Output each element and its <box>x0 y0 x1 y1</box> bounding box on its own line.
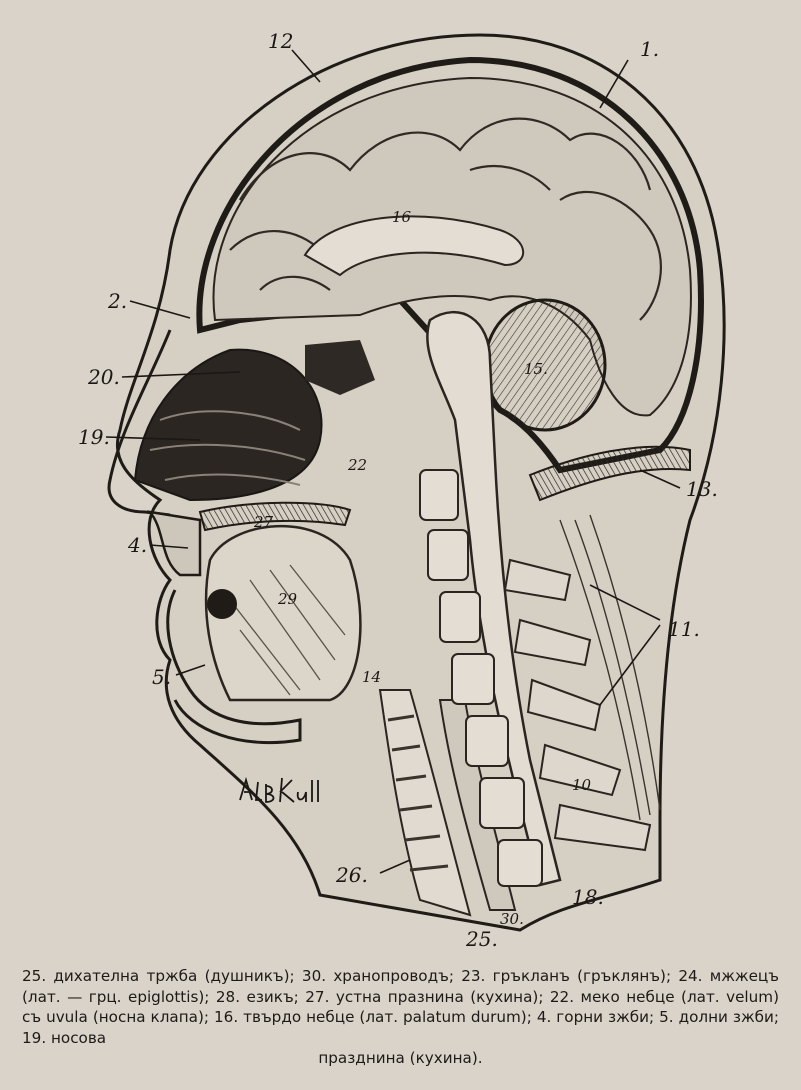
mouth-opening <box>207 589 237 619</box>
label-5: 5. <box>152 665 171 689</box>
head-sagittal-section-illustration: 1. 12 2. 16 15. 20. 19. 22 13. 27 4. 29 … <box>0 0 801 960</box>
label-18: 18. <box>572 885 604 909</box>
label-25: 25. <box>465 927 498 951</box>
label-13: 13. <box>686 477 718 501</box>
label-29: 29 <box>277 590 298 608</box>
label-11: 11. <box>668 617 700 641</box>
label-22: 22 <box>347 456 367 474</box>
figure-caption: 25. дихателна тржба (душникъ); 30. храно… <box>22 966 779 1069</box>
label-19: 19. <box>78 425 110 449</box>
label-30: 30. <box>500 910 524 928</box>
label-2: 2. <box>107 289 127 313</box>
label-16: 16 <box>392 208 412 226</box>
label-26: 26. <box>335 863 368 887</box>
label-1: 1. <box>640 37 659 61</box>
label-20: 20. <box>87 365 120 389</box>
label-4: 4. <box>127 533 147 557</box>
label-10: 10 <box>572 776 592 794</box>
label-27: 27 <box>253 513 274 531</box>
label-15: 15. <box>524 360 548 378</box>
label-12: 12 <box>268 29 293 53</box>
label-14: 14 <box>362 668 381 686</box>
caption-last-line: празднина (кухина). <box>22 1048 779 1069</box>
caption-text: 25. дихателна тржба (душникъ); 30. храно… <box>22 967 779 1047</box>
